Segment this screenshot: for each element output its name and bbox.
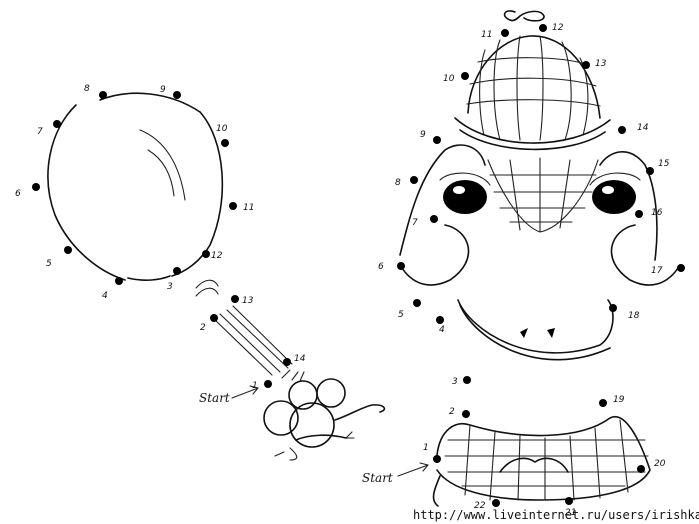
frog-num-14: 14	[637, 123, 649, 133]
frog-num-8: 8	[395, 178, 401, 188]
balloon-knot-2	[195, 287, 219, 297]
mouse-num-6: 6	[15, 189, 21, 199]
frog-num-15: 15	[658, 159, 670, 169]
bib-num-22: 22	[474, 501, 486, 511]
credit-url: http://www.liveinternet.ru/users/irishka…	[413, 508, 699, 522]
frog-num-5: 5	[398, 310, 404, 320]
mouse-character	[263, 369, 386, 461]
mouse-num-1: 1	[252, 381, 258, 391]
frog-num-11: 11	[481, 30, 492, 40]
mouse-figure: 1 2 3 4 5 6 7 8 9 10 11 12 13 14 Start	[15, 84, 386, 461]
mouse-num-4: 4	[102, 291, 108, 301]
frog-num-13: 13	[595, 59, 607, 69]
frog-num-17: 17	[651, 266, 663, 276]
frog-head: 11 12 13 10 9 14 8 15 7 16 6 17 5 4 18	[378, 10, 685, 361]
frog-num-6: 6	[378, 262, 384, 272]
mouse-num-12: 12	[211, 251, 223, 261]
mouse-num-11: 11	[243, 203, 254, 213]
balloon-knot-1	[195, 279, 219, 289]
bib-num-20: 20	[654, 459, 666, 469]
bib-num-19: 19	[613, 395, 625, 405]
frog-num-12: 12	[552, 23, 564, 33]
balloon-string-1	[212, 317, 273, 376]
mouse-num-13: 13	[242, 296, 254, 306]
frog-num-18: 18	[628, 311, 640, 321]
bib-num-21: 21	[565, 508, 576, 518]
balloon-outline-right	[171, 111, 224, 277]
start-arrow-frog	[397, 462, 429, 477]
frog-num-7: 7	[412, 218, 418, 228]
mouse-num-14: 14	[294, 354, 306, 364]
balloon-string-3	[226, 309, 289, 369]
balloon-shine-1	[139, 129, 186, 201]
balloon-outline-left	[47, 104, 126, 281]
balloon-outline-bottom	[127, 275, 171, 281]
mouse-num-3: 3	[167, 282, 173, 292]
frog-num-10: 10	[443, 74, 455, 84]
balloon-shine-2	[147, 149, 175, 197]
bib-num-3: 3	[452, 377, 458, 387]
balloon-outline-top	[99, 92, 201, 113]
mouse-num-5: 5	[46, 259, 52, 269]
bib-num-1: 1	[423, 443, 429, 453]
mouse-num-9: 9	[160, 85, 166, 95]
start-label-mouse: Start	[199, 391, 230, 405]
frog-num-4: 4	[439, 325, 445, 335]
balloon-string-2	[219, 313, 281, 373]
mouse-num-8: 8	[84, 84, 90, 94]
frog-num-16: 16	[651, 208, 663, 218]
frog-bib: 3 2 19 1 20 21 22 Start	[362, 376, 666, 518]
mouse-num-2: 2	[200, 323, 206, 333]
mouse-num-7: 7	[37, 127, 43, 137]
bib-num-2: 2	[449, 407, 455, 417]
start-label-frog: Start	[362, 471, 393, 485]
mouse-num-10: 10	[216, 124, 228, 134]
start-arrow-mouse	[231, 385, 259, 399]
balloon-string-4	[232, 305, 293, 365]
frog-num-9: 9	[420, 130, 426, 140]
